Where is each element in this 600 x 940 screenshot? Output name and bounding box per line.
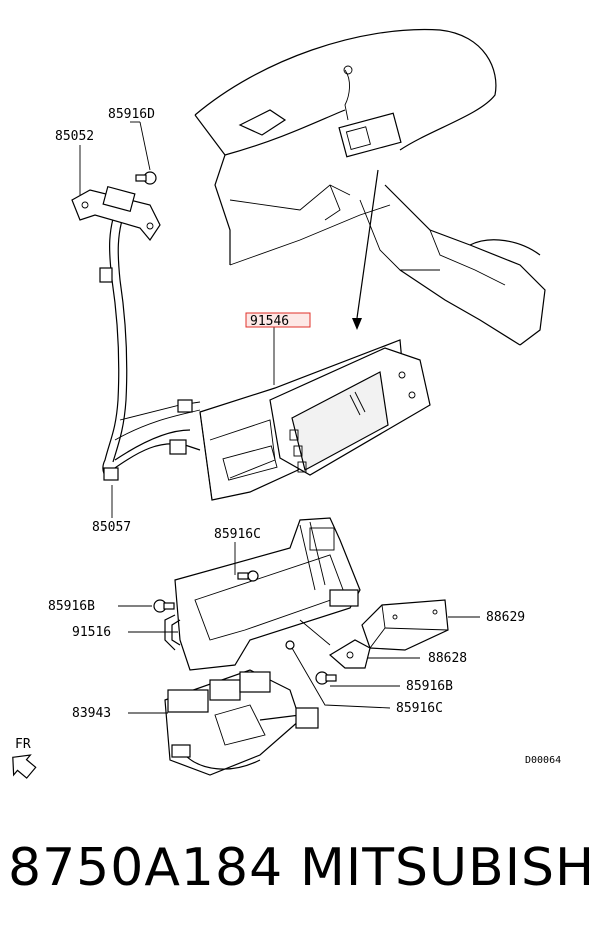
bracket-85052 xyxy=(71,185,161,242)
label-88628: 88628 xyxy=(428,651,467,666)
label-91546: 91546 xyxy=(250,314,289,329)
bracket-88628 xyxy=(299,619,371,669)
label-fr: FR xyxy=(15,737,31,752)
label-83943: 83943 xyxy=(72,706,111,721)
label-85916C-bottom: 85916C xyxy=(396,701,443,716)
dashboard-outline xyxy=(194,28,546,346)
front-direction-arrow xyxy=(12,754,37,779)
label-85057: 85057 xyxy=(92,520,131,535)
label-85916D-top: 85916D xyxy=(108,107,155,122)
caption-bar: 8750A184 MITSUBISHI xyxy=(0,820,600,930)
label-85052: 85052 xyxy=(55,129,94,144)
label-85916C-mid: 85916C xyxy=(214,527,261,542)
diagram-code: D00064 xyxy=(525,755,561,766)
screw-85916C-top xyxy=(237,570,259,582)
location-arrow xyxy=(352,169,379,330)
label-85916B-right: 85916B xyxy=(406,679,453,694)
screw-85916C-bottom xyxy=(285,640,295,650)
screw-85916B-right xyxy=(315,671,337,685)
mounting-frame-91516 xyxy=(164,517,361,671)
wire-harness-85057 xyxy=(99,199,201,481)
module-88629 xyxy=(361,599,449,651)
switch-assembly-83943 xyxy=(164,669,319,776)
label-91516: 91516 xyxy=(72,625,111,640)
part-number: 8750A184 xyxy=(8,838,284,898)
label-88629: 88629 xyxy=(486,610,525,625)
label-85916B-left: 85916B xyxy=(48,599,95,614)
head-unit-91546 xyxy=(199,339,431,501)
leader-lines xyxy=(79,121,480,714)
screw-85916B-left xyxy=(153,599,175,613)
dash-unit xyxy=(338,65,402,158)
screw-85916D xyxy=(135,171,157,185)
label-91546-highlight: 91546 xyxy=(245,312,311,329)
parts-diagram: 85916D 85052 91546 85057 85916C 85916B 9… xyxy=(12,28,561,779)
brand-name: MITSUBISHI xyxy=(300,838,600,898)
